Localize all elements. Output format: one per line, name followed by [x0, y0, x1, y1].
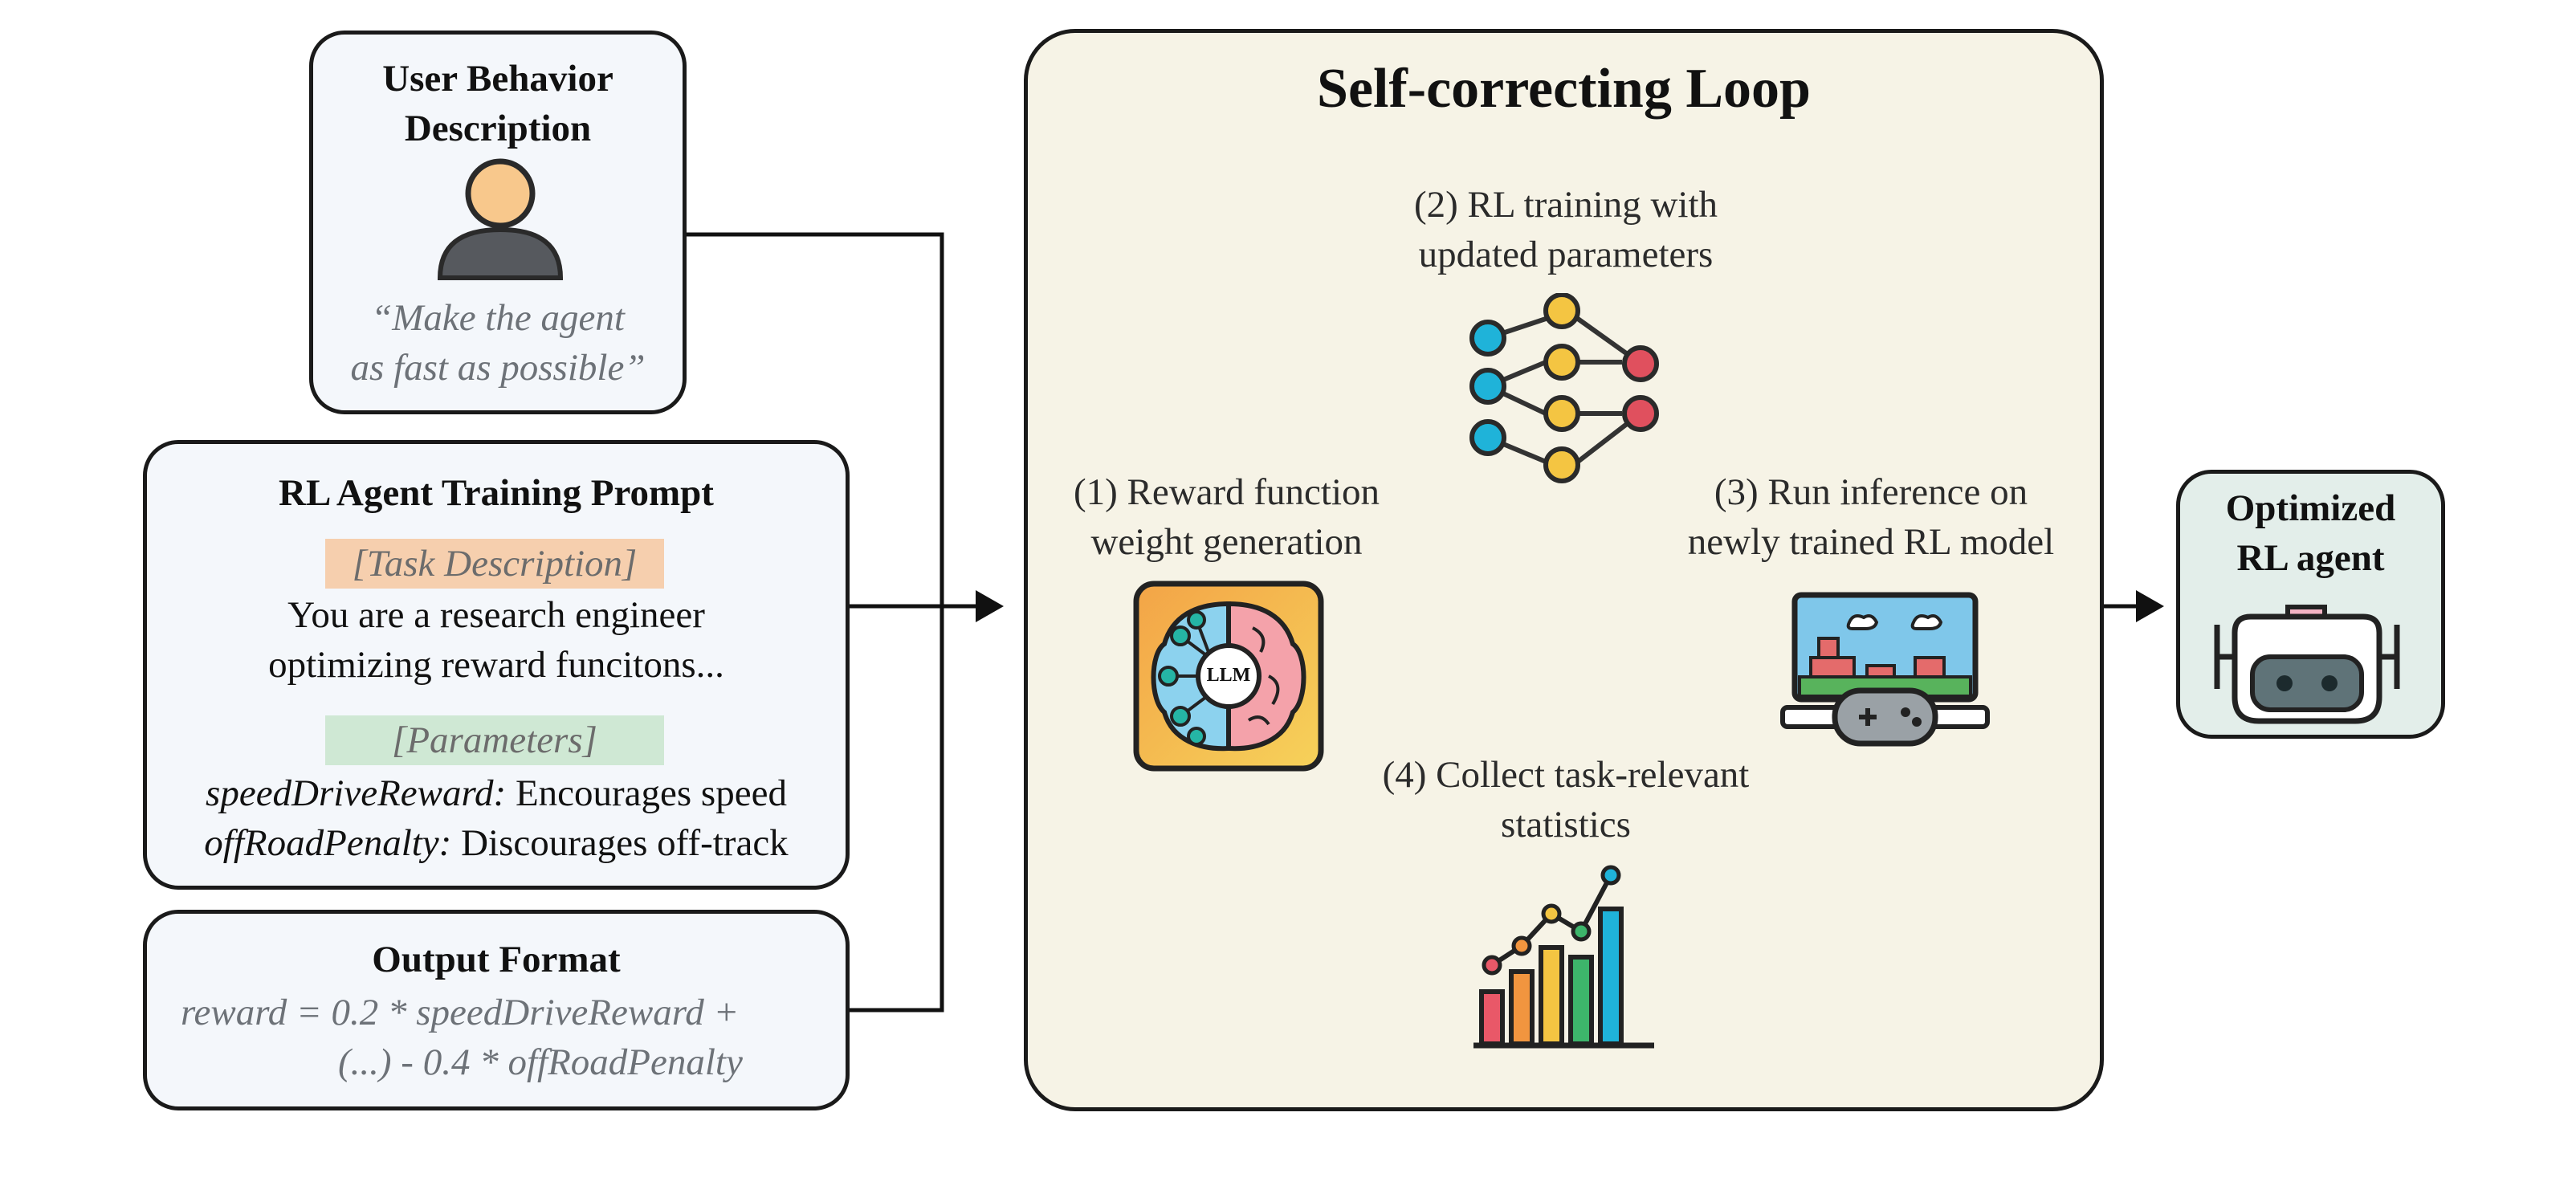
- parameters-tag: [Parameters]: [325, 715, 664, 765]
- training-prompt-box: RL Agent Training Prompt [Task Descripti…: [143, 440, 850, 890]
- robot-icon: [2214, 605, 2400, 724]
- self-correcting-loop-panel: [1024, 29, 2104, 1111]
- result-line1: Optimized: [2225, 487, 2396, 529]
- step4-label-line1: (4) Collect task-relevant: [1382, 754, 1750, 796]
- user-box-title-line1: User Behavior: [382, 58, 613, 100]
- user-icon: [437, 158, 564, 280]
- step3-label-line2: newly trained RL model: [1687, 521, 2055, 563]
- output-format-box: Output Format reward = 0.2 * speedDriveR…: [143, 910, 850, 1110]
- param-speed-desc: Encourages speed: [506, 772, 787, 814]
- user-to-panel-line: [687, 232, 944, 1013]
- output-line2: (...) - 0.4 * offRoadPenalty: [338, 1041, 743, 1083]
- user-behavior-box: User Behavior Description “Make the agen…: [309, 31, 687, 414]
- user-quote-line2: as fast as possible”: [350, 347, 646, 389]
- optimized-agent-box: Optimized RL agent: [2176, 470, 2445, 739]
- step2-label-line1: (2) RL training with: [1413, 184, 1718, 226]
- output-line1: reward = 0.2 * speedDriveReward +: [181, 992, 740, 1033]
- llm-brain-icon: [1133, 581, 1324, 772]
- loop-title: Self-correcting Loop: [1317, 58, 1811, 120]
- step3-label-line1: (3) Run inference on: [1714, 471, 2028, 513]
- neural-network-icon: [1469, 293, 1659, 483]
- prompt-box-title: RL Agent Training Prompt: [279, 472, 714, 514]
- param-speed-row: speedDriveReward: Encourages speed: [147, 768, 846, 818]
- game-controller-icon: [1780, 592, 1990, 747]
- user-box-title-line2: Description: [404, 108, 592, 149]
- output-box-title: Output Format: [372, 939, 621, 980]
- step4-label-line2: statistics: [1501, 804, 1631, 846]
- param-offroad-desc: Discourages off-track: [451, 822, 789, 864]
- param-offroad-row: offRoadPenalty: Discourages off-track: [147, 818, 846, 868]
- llm-icon-label: LLM: [1206, 665, 1251, 686]
- task-description-tag: [Task Description]: [325, 539, 664, 589]
- task-line2: optimizing reward funcitons...: [268, 644, 724, 686]
- param-speed-name: speedDriveReward:: [206, 772, 507, 814]
- statistics-chart-icon: [1473, 865, 1654, 1049]
- user-quote-line1: “Make the agent: [371, 297, 625, 339]
- step1-label-line1: (1) Reward function: [1073, 471, 1380, 513]
- param-offroad-name: offRoadPenalty:: [204, 822, 452, 864]
- step2-label-line2: updated parameters: [1418, 234, 1714, 275]
- step1-label-line2: weight generation: [1090, 521, 1363, 563]
- task-line1: You are a research engineer: [287, 594, 705, 636]
- result-line2: RL agent: [2236, 537, 2385, 579]
